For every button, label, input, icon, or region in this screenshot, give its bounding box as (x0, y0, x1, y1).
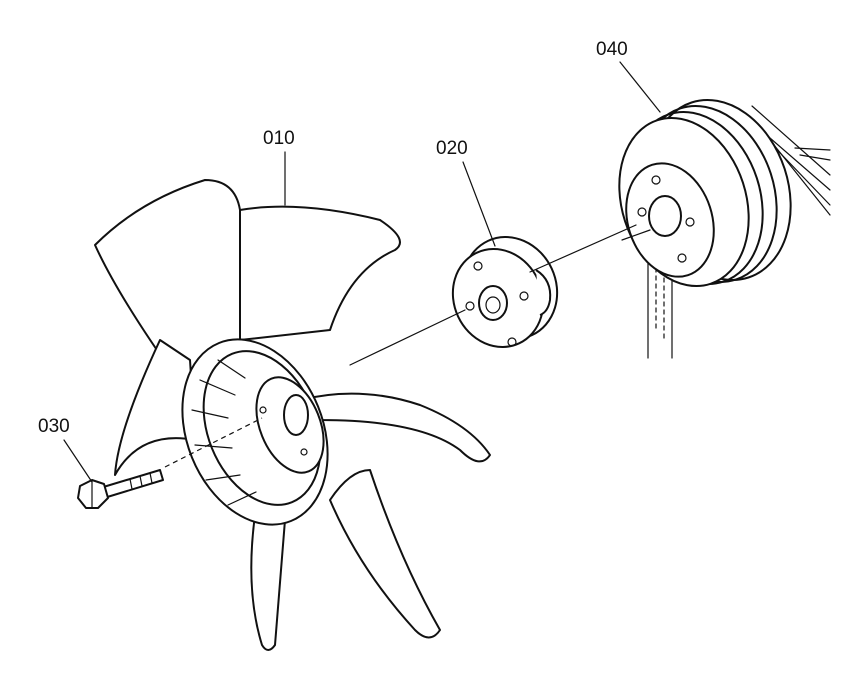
pulley-part-040 (618, 99, 831, 359)
leader-line-020 (462, 161, 496, 247)
leader-line-040 (619, 61, 661, 113)
fan-part-010 (94, 179, 491, 651)
axis-line-spacer-pulley (529, 224, 637, 273)
spacer-part-020 (451, 236, 559, 348)
leader-line-030 (63, 439, 93, 483)
bolt-part-030 (77, 469, 164, 509)
callout-label-010: 010 (263, 128, 295, 149)
axis-line-fan-spacer (349, 309, 466, 366)
callout-label-020: 020 (436, 138, 468, 159)
axis-line-bolt-fan (164, 417, 263, 468)
callout-label-040: 040 (596, 39, 628, 60)
callout-label-030: 030 (38, 416, 70, 437)
